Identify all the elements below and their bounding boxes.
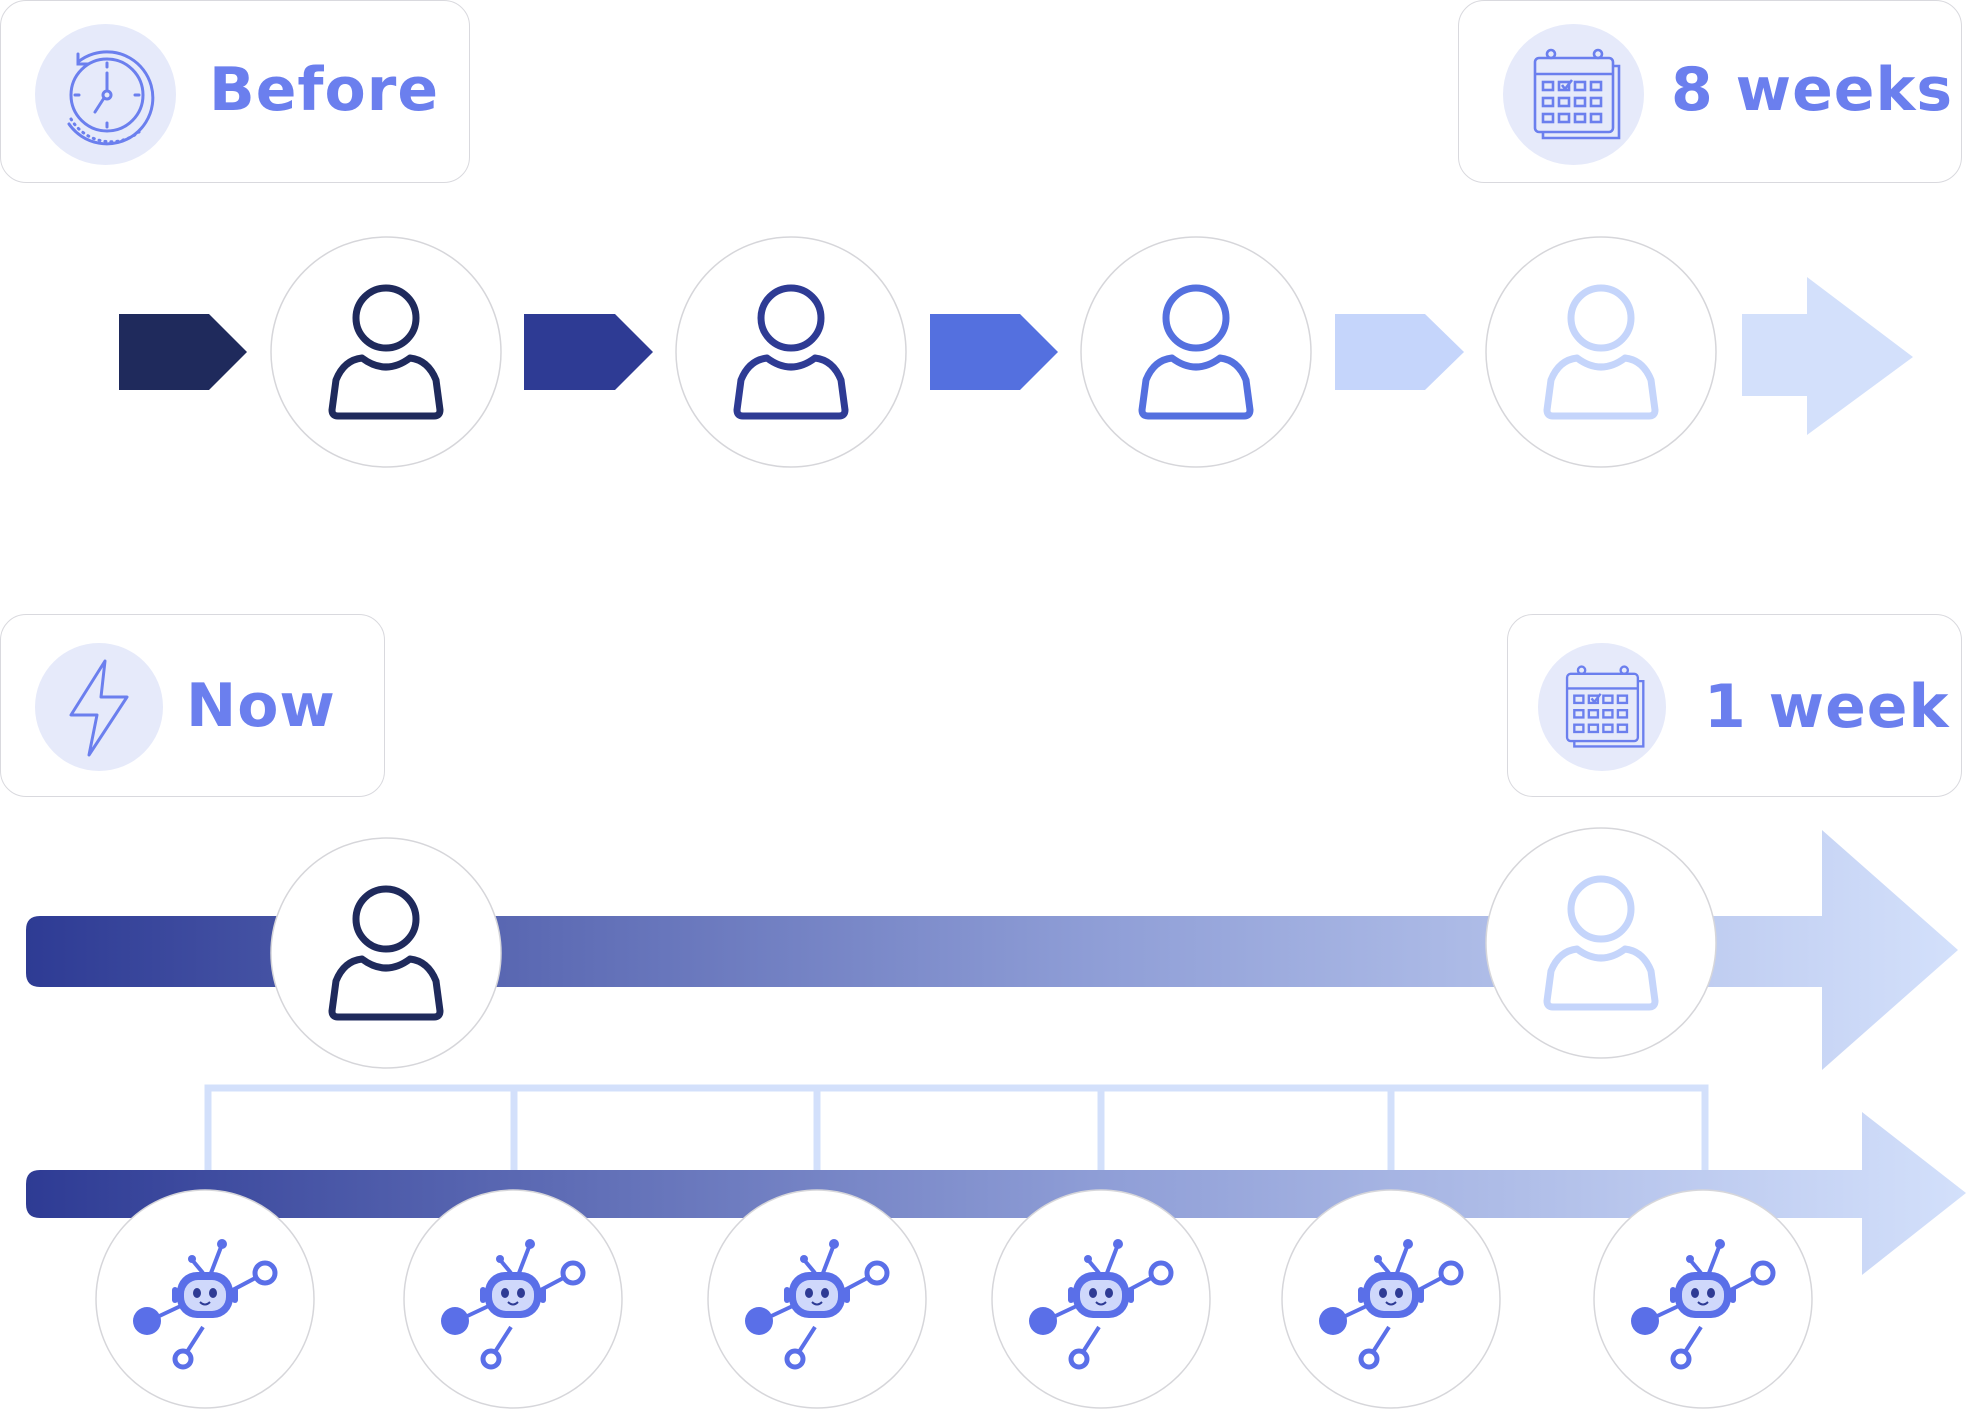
lightning-icon [69,659,129,757]
before-card: Before [0,0,470,183]
agent-node-3 [707,1189,927,1409]
timeline-arrow-top [26,830,1958,1070]
timeline-arrow-bottom [26,1112,1966,1275]
clock-history-icon [67,50,155,146]
now-card: Now [0,614,385,797]
person-node-start [270,837,502,1069]
before-label: Before [209,55,440,125]
agent-bracket [204,1084,1709,1170]
calendar-icon-now [1565,665,1645,748]
step-arrow-1 [119,314,247,390]
calendar-badge-now [1538,643,1666,771]
agent-node-4 [991,1189,1211,1409]
calendar-icon [1533,48,1621,140]
eight-weeks-card: 8 weeks [1458,0,1962,183]
agent-node-2 [403,1189,623,1409]
final-arrow [1742,277,1913,435]
now-label: Now [186,671,336,741]
person-node-4 [1485,236,1717,468]
lightning-badge [35,643,163,771]
agent-node-1 [95,1189,315,1409]
person-node-2 [675,236,907,468]
one-week-label: 1 week [1704,672,1950,742]
one-week-card: 1 week [1507,614,1962,797]
person-node-1 [270,236,502,468]
agent-node-5 [1281,1189,1501,1409]
person-node-end [1485,827,1717,1059]
agent-node-6 [1593,1189,1813,1409]
step-arrow-3 [930,314,1058,390]
calendar-badge [1503,24,1644,165]
step-arrow-4 [1335,314,1464,390]
clock-badge [35,24,176,165]
step-arrow-2 [524,314,653,390]
person-node-3 [1080,236,1312,468]
eight-weeks-label: 8 weeks [1671,55,1954,125]
